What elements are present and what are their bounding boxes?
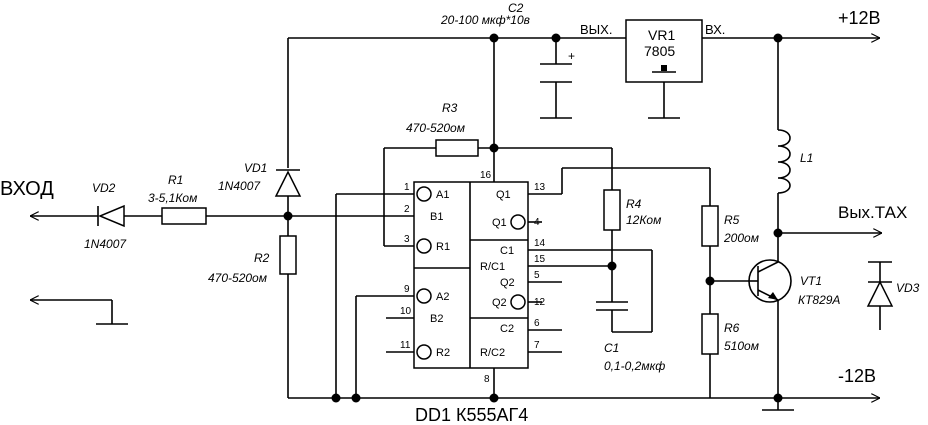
vt1-ref: VT1 (800, 274, 822, 288)
l1-inductor (777, 125, 791, 194)
r4-body (603, 189, 621, 231)
vd1-value: 1N4007 (218, 179, 261, 193)
r5-ref: R5 (724, 213, 740, 227)
chip-title: DD1 К555АГ4 (415, 405, 528, 425)
vt1-value: КТ829А (798, 293, 840, 307)
pin-label-q1: Q1 (496, 189, 511, 201)
pin-num-14: 14 (534, 238, 546, 249)
vt1-transistor (748, 259, 792, 303)
vr1-out-label: ВЫХ. (580, 22, 612, 37)
pin-label-q2-inv: Q2 (492, 297, 507, 309)
c2-ref: C2 (508, 1, 524, 15)
pin-label-c1: C1 (500, 245, 514, 257)
r4-value: 12Ком (626, 213, 661, 227)
chip-bubbles (416, 186, 526, 360)
r6-body (701, 313, 719, 355)
pin-label-q1-inv: Q1 (492, 217, 507, 229)
pin-num-3: 3 (404, 234, 410, 245)
pin-label-b1: B1 (430, 211, 443, 223)
pin-num-4: 4 (534, 217, 540, 228)
pin-label-r2: R2 (436, 347, 450, 359)
pin-num-16: 16 (480, 170, 492, 181)
junctions (283, 33, 783, 403)
pin-label-rc2: R/C2 (480, 347, 505, 359)
r2-ref: R2 (254, 251, 270, 265)
pin-num-10: 10 (400, 306, 412, 317)
c2-value: 20-100 мкф*10в (440, 13, 530, 27)
pin-label-a2: A2 (436, 291, 449, 303)
pin-num-7: 7 (534, 340, 540, 351)
pin-label-q2: Q2 (500, 277, 515, 289)
r1-body (161, 207, 207, 225)
l1-ref: L1 (800, 151, 813, 165)
r1-value: 3-5,1Ком (148, 191, 197, 205)
vd1-ref: VD1 (244, 161, 267, 175)
r5-body (701, 205, 719, 247)
pin-num-9: 9 (404, 284, 410, 295)
pin-num-8: 8 (484, 374, 490, 385)
pin-label-r1: R1 (436, 241, 450, 253)
vd2-value: 1N4007 (84, 237, 127, 251)
vr1-type: 7805 (644, 43, 675, 59)
pin-label-a1: A1 (436, 189, 449, 201)
pin-num-12: 12 (534, 297, 546, 308)
plus12-label: +12В (838, 8, 881, 28)
vd2-diode (97, 204, 125, 228)
r6-value: 510ом (724, 339, 759, 353)
pin-num-1: 1 (404, 182, 410, 193)
c1-ref: C1 (604, 341, 619, 355)
pin-label-b2: B2 (430, 313, 443, 325)
c2-plus: + (568, 49, 575, 63)
r3-body (435, 139, 479, 157)
dd1-chip (413, 181, 529, 369)
vd1-diode (274, 169, 302, 197)
r3-ref: R3 (442, 101, 458, 115)
r6-ref: R6 (724, 321, 740, 335)
input-label: ВХОД (0, 178, 54, 200)
r1-ref: R1 (168, 173, 183, 187)
minus12-label: -12В (838, 366, 876, 386)
vr1-in-label: ВХ. (705, 22, 725, 37)
pin-num-5: 5 (534, 270, 540, 281)
vd3-ref: VD3 (896, 281, 920, 295)
pin-num-13: 13 (534, 182, 546, 193)
vr1-name: VR1 (648, 27, 675, 43)
pin-label-c2: C2 (500, 323, 514, 335)
vd2-ref: VD2 (92, 181, 116, 195)
vd3-diode (866, 280, 894, 307)
r3-value: 470-520ом (406, 121, 465, 135)
c1-value: 0,1-0,2мкф (604, 359, 665, 373)
pin-label-rc1: R/C1 (480, 261, 505, 273)
pin-num-2: 2 (404, 204, 410, 215)
r4-ref: R4 (626, 197, 642, 211)
r2-body (279, 235, 297, 275)
pin-num-15: 15 (534, 254, 546, 265)
r2-value: 470-520ом (208, 271, 267, 285)
pin-num-11: 11 (400, 340, 411, 351)
output-label: Вых.ТАХ (838, 203, 907, 222)
r5-value: 200ом (723, 231, 759, 245)
pin-num-6: 6 (534, 318, 540, 329)
